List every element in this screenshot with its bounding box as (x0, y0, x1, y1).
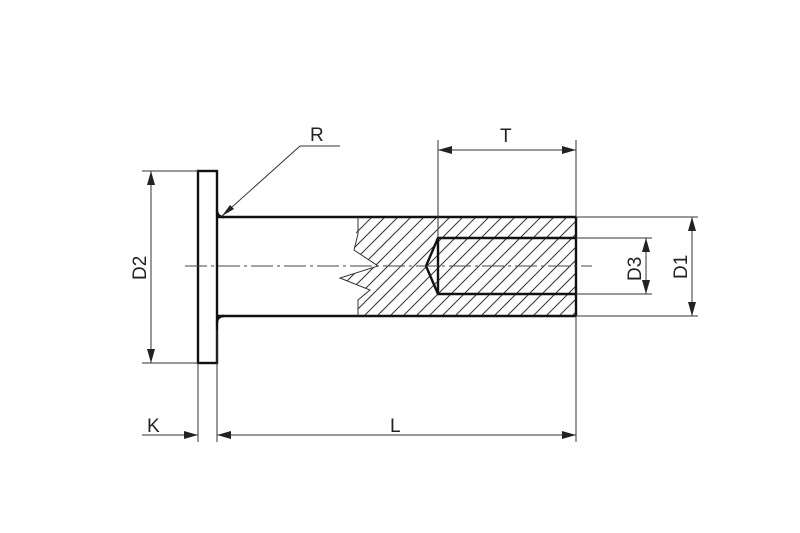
label-d2: D2 (130, 256, 151, 280)
hatch-line (349, 217, 471, 316)
label-l: L (390, 416, 401, 437)
dimension-d3: D3 (576, 237, 652, 295)
hatch-line (544, 217, 576, 316)
dimension-r: R (221, 125, 340, 217)
dimension-d1: D1 (576, 216, 698, 317)
fillet-bottom (215, 314, 225, 324)
hatch-line (649, 210, 769, 330)
hatch-line (340, 217, 393, 316)
label-d3: D3 (625, 257, 646, 281)
hatch-line (362, 217, 484, 316)
hatch-line (636, 210, 756, 330)
flange-head (196, 169, 219, 365)
hatch-line (453, 217, 575, 316)
hatch-line (440, 217, 562, 316)
hatch-line (340, 217, 354, 316)
hatch-line (479, 217, 576, 316)
label-k: K (147, 416, 160, 437)
label-r: R (310, 125, 324, 146)
hatch-line (466, 217, 576, 316)
label-t: T (500, 126, 512, 147)
hatch-line (375, 217, 497, 316)
break-line (338, 217, 380, 316)
section-hatching (340, 210, 800, 330)
label-d1: D1 (671, 255, 692, 279)
hatch-line (340, 217, 367, 316)
hatch-line (531, 217, 576, 316)
hatch-line (340, 217, 380, 316)
hatch-line (492, 217, 576, 316)
hatch-line (388, 217, 510, 316)
hatch-line (688, 210, 800, 330)
dimension-d2: D2 (130, 170, 198, 364)
dimension-l: L (217, 316, 577, 442)
hatch-line (401, 217, 523, 316)
hatch-line (597, 210, 717, 330)
dimension-k: K (142, 330, 218, 442)
fillet-top (215, 209, 225, 219)
hatch-line (340, 217, 432, 316)
hatch-line (518, 217, 576, 316)
hatch-line (340, 217, 406, 316)
hatch-line (340, 217, 341, 316)
dimension-t: T (437, 126, 577, 238)
hatch-line (414, 217, 536, 316)
hatch-line (340, 217, 445, 316)
hatch-line (427, 217, 549, 316)
hatch-line (505, 217, 576, 316)
